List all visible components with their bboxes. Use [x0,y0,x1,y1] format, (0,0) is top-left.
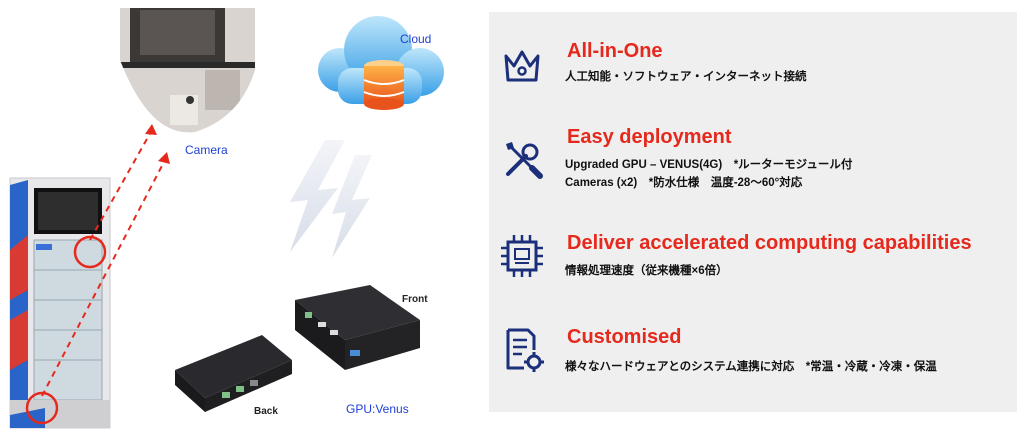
illustration-area: Cloud Camera Front Back GPU:Venus [0,0,480,440]
feature-title: All-in-One [567,40,663,62]
feature-desc-line: 様々なハードウェアとのシステム連携に対応 *常温・冷蔵・冷凍・保温 [565,361,937,373]
feature-desc-line: 情報処理速度（従来機種×6倍） [565,265,728,277]
feature-title: Customised [567,326,682,348]
gpu-device-front [295,285,420,370]
feature-title: Easy deployment [567,126,732,148]
camera-closeup-photo [120,8,255,133]
features-panel: All-in-One 人工知能・ソフトウェア・インターネット接続 Easy de… [489,12,1017,412]
feature-easy-deployment: Easy deployment Upgraded GPU – VENUS(4G)… [489,124,1017,204]
gpu-device-back [175,335,292,412]
feature-desc-line: Cameras (x2) *防水仕様 温度-28～60°対応 [565,177,803,189]
cloud-icon [318,16,444,110]
feature-customised: Customised 様々なハードウェアとのシステム連携に対応 *常温・冷蔵・冷… [489,322,1017,392]
feature-title: Deliver accelerated computing capabiliti… [567,232,972,254]
cloud-label: Cloud [400,32,432,46]
crown-icon [504,50,540,82]
camera-arrows [41,129,166,397]
chip-icon [501,235,543,277]
illustration-svg [9,8,444,429]
back-label: Back [254,406,278,417]
camera-highlight-circle-top [73,235,107,269]
vending-machine [9,177,111,429]
feature-desc-line: Upgraded GPU – VENUS(4G) *ルーターモジュール付 [565,159,853,171]
document-gear-icon [506,328,544,372]
camera-highlight-circle-bottom [25,391,59,425]
feature-desc-line: 人工知能・ソフトウェア・インターネット接続 [565,71,807,83]
feature-all-in-one: All-in-One 人工知能・ソフトウェア・インターネット接続 [489,40,1017,110]
gpu-label: GPU:Venus [346,402,409,416]
front-label: Front [402,294,428,305]
lightning-bolts [290,140,372,258]
feature-accelerated-computing: Deliver accelerated computing capabiliti… [489,230,1017,290]
camera-label: Camera [185,143,228,157]
tools-icon [506,142,543,179]
